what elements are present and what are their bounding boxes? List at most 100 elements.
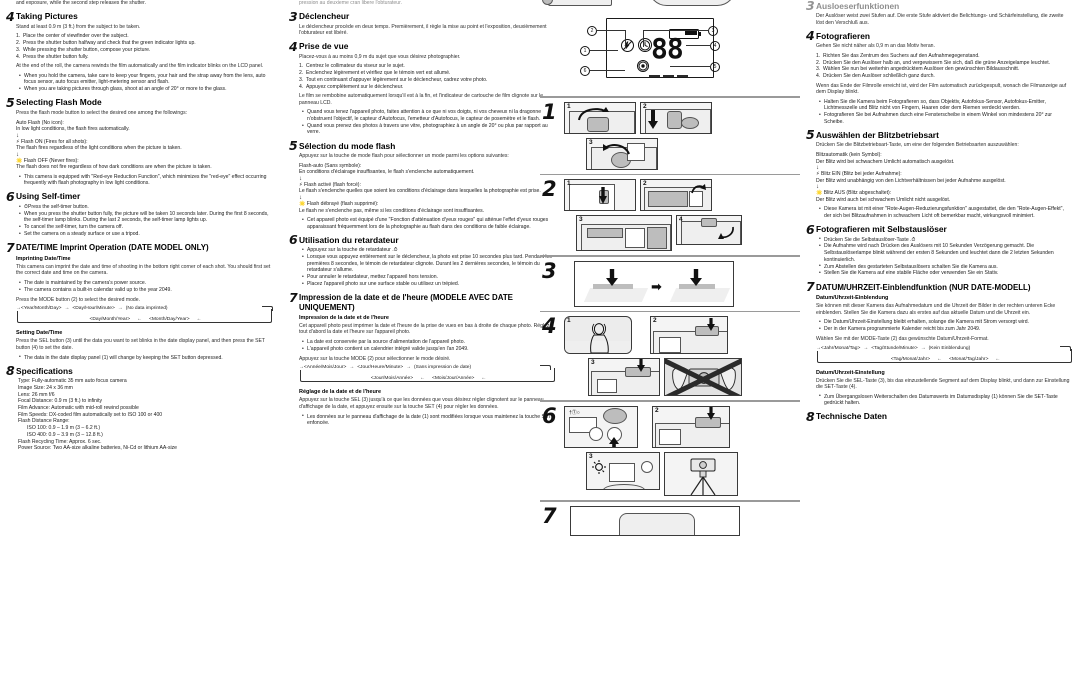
spec-row: Flash Distance Range: [18,418,70,425]
section-divider [540,173,800,176]
column-figures: 88 1 2 3 4 5 6 1 [540,0,800,675]
flash-mode-label-off: 🌟 Blitz AUS (Blitz abgeschaltet): [816,190,892,197]
list-item: When you are taking pictures through gla… [19,86,274,93]
list-item: La date est conservée par la source d'al… [302,339,552,346]
section-number: 6 [806,221,815,237]
list-item: Appuyez sur la touche de retardateur .⏱ [302,247,552,254]
section-lead: Stand at least 0.9 m (3 ft.) from the su… [16,23,141,30]
bullets-fr-6: Appuyez sur la touche de retardateur .⏱ … [302,247,552,287]
section-note: Le film se rembobine automatiquement lor… [299,93,544,106]
frame-counter-value: 88 [651,32,684,65]
bullets-en-6: ⏱Press the self-timer button. When you p… [19,204,274,238]
section-number: 4 [6,8,15,24]
flash-mode-desc: Le flash ne s'enclenche pas, même si les… [299,207,485,214]
flash-mode-desc: Der Blitz wird unabhängig von den Lichtv… [816,177,1006,184]
list-item: 2.Press the shutter button halfway and c… [16,40,196,47]
lcd-panel-diagram: 88 1 2 3 4 5 6 [540,0,800,92]
paragraph: Press the MODE button (2) to select the … [16,296,141,303]
subsection-title: Réglage de la date et de l'heure [299,389,382,396]
list-item: 3.While pressing the shutter button, com… [16,46,151,53]
list-item: Zum Abstellen des gestarteten Selbstausl… [819,263,1072,271]
paragraph: Drücken Sie die SEL-Taste (3), bis das e… [816,377,1070,391]
list-item: Fotografieren Sie bei Aufnahmen durch ei… [819,112,1072,125]
section-number: 7 [289,289,298,305]
list-item: When you press the shutter button fully,… [19,211,274,224]
list-item: 1.Place the center of viewfinder over th… [16,33,129,40]
figure-panel: 3 [586,137,658,170]
figure-panel-viewfinder: 1 [564,316,632,355]
figure-step-1: 1 1 2 3 [540,99,800,170]
flow-token: <Jour/Heure/Minute> [357,365,404,371]
section-title: Fotografieren [816,30,870,41]
flash-mode-label: Flash-auto (Sans symbole): [299,162,362,169]
list-item: Cet appareil photo est équipé d'une "Fon… [302,217,552,230]
spec-row: ISO 100: 0.9 – 1.9 m (3 – 6.2 ft.) [27,425,101,432]
bullets-de-7a: Die Datum/Uhrzeit-Einstellung bleibt erh… [819,319,1072,332]
flash-on-icon: ⚡ [299,181,303,188]
section-heading-de-3: 3 Ausloeserfunktionen [806,0,1072,12]
flow-loop-box [300,368,555,383]
section-number: 8 [806,408,815,424]
paragraph: Press the SEL button (3) until the data … [16,338,265,351]
list-item: Die Aufnahme wird nach Drücken des Auslö… [819,243,1072,263]
section-number: 5 [806,127,815,143]
bullets-fr-5: Cet appareil photo est équipé d'une "Fon… [302,217,552,230]
self-timer-icon: ⏱ [911,236,916,243]
flash-mode-label-on: ⚡ Blitz EIN (Blitz bei jeder Aufnahme): [816,171,902,178]
paragraph: Wählen Sie mit der MODE-Taste (2) das ge… [816,335,989,342]
subsection-title: Datum/Uhrzeit-Einblendung [816,295,889,301]
bullets-fr-7a: La date est conservée par la source d'al… [302,339,552,352]
flow-token: (Sans impression de date) [414,365,472,371]
list-item: 1.Centrez le collimateur du viseur sur l… [299,63,405,70]
figure-number: 1 [542,99,557,124]
paragraph: Appuyez sur la touche SEL (3) jusqu'à ce… [299,397,544,410]
self-timer-icon: ⏱ [393,247,398,254]
flash-mode-desc: En conditions d'éclairage insuffisantes,… [299,169,475,176]
section-divider [540,96,800,98]
arrow-down-icon: ↓ [299,194,302,201]
figure-panel: 1 [564,101,636,134]
arrow-down-icon: ↓ [816,184,819,191]
callout-6: 6 [580,66,590,76]
section-title: Sélection du mode flash [299,140,396,151]
section-number: 5 [6,94,15,110]
section-number: 4 [806,28,815,44]
flow-token: <Month/Day/Year> [145,317,194,323]
paragraph: Appuyez sur la touche MODE (2) pour séle… [299,355,451,362]
flow-token: (No data imprinted) [125,306,168,312]
list-item: 4.Press the shutter button fully. [16,53,89,60]
section-title: Impression de la date et de l'heure (MOD… [299,293,513,312]
film-cartridge-icon [637,60,649,72]
flow-token: <Mois/Jour/Année> [428,376,479,382]
flow-loop-box [817,348,1072,363]
list-item: The data in the date display panel (1) w… [19,354,274,362]
section-heading-de-5: 5 Auswählen der Blitzbetriebsart [806,127,1072,143]
section-heading-fr-3: 3 Déclencheur [289,10,552,23]
section-heading-de-8: 8 Technische Daten [806,408,1072,424]
paragraph: This camera can imprint the date and tim… [16,263,271,277]
flow-cap-right [1060,345,1071,351]
figure-panel: 2 [650,316,728,355]
list-item: Drücken Sie die Selbstauslöser-Taste .⏱ [819,236,1072,244]
flow-loop-box [17,309,272,324]
list-item: Lorsque vous appuyez entièrement sur le … [302,254,552,274]
list-item: Der in der Kamera programmierte Kalender… [819,326,1072,333]
section-heading-en-8: 8 Specifications [6,364,274,377]
list-item: The date is maintained by the camera's p… [19,280,274,287]
flash-on-icon: ⚡ [816,171,820,178]
date-format-flow-fr: → <Année/Mois/Jour> → <Jour/Heure/Minute… [299,365,555,386]
figure-number: 7 [542,503,557,528]
figure-panel-tripod [664,451,738,496]
section-number: 5 [289,138,298,154]
flow-token: <Jahr/Monat/Tag> [820,345,861,351]
section-heading-de-4: 4 Fotografieren [806,28,1072,44]
figure-step-3: 3 ➡ [540,260,800,307]
flash-mode-desc: In low light conditions, the flash fires… [16,126,130,133]
figure-number: 6 [542,403,557,428]
list-item: Pour annuler le retardateur, mettez l'ap… [302,274,552,281]
section-title: Technische Daten [816,411,888,422]
section-title: DATE/TIME Imprint Operation (DATE MODEL … [16,243,209,253]
self-timer-icon [638,38,652,52]
paragraph: Cet appareil photo peut imprimer la date… [299,322,550,336]
callout-2: 2 [587,26,597,36]
